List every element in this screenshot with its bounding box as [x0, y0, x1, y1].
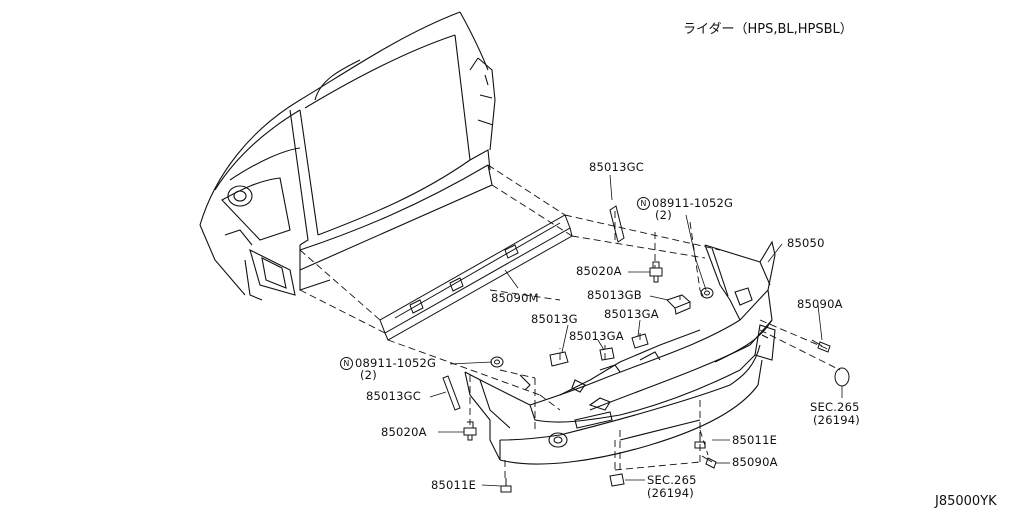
label-85090A-bottom: 85090A [732, 455, 778, 469]
label-85013GC-left: 85013GC [366, 389, 421, 403]
label-sec265-right: SEC.265 [810, 400, 860, 414]
label-85013GA-lower: 85013GA [569, 329, 624, 343]
label-85020A-top: 85020A [576, 264, 622, 278]
label-85013G: 85013G [531, 312, 578, 326]
variant-title: ライダー（HPS,BL,HPSBL） [683, 22, 853, 37]
retainer-85013GA-upper [631, 333, 649, 349]
label-85013GC-top: 85013GC [589, 160, 644, 174]
retainer-85013GA-lower [599, 347, 615, 361]
label-85090A-right: 85090A [797, 297, 843, 311]
label-85011E-right: 85011E [732, 433, 778, 447]
n-symbol-icon: N [340, 357, 353, 370]
rear-bumper-fascia-85050 [464, 240, 776, 465]
n-symbol-icon: N [637, 197, 650, 210]
assembly-guide-lines [299, 164, 841, 478]
drawing-code: J85000YK [935, 494, 997, 509]
label-sec265-bottom: SEC.265 [647, 473, 697, 487]
retainer-85013GC-top [609, 205, 625, 243]
label-sec265-right-ref: (26194) [813, 413, 860, 427]
screw-85090A-bottom [701, 455, 717, 469]
retainer-85013GB [666, 294, 691, 315]
retainer-85013G [549, 351, 569, 367]
plug-sec265-bottom [609, 473, 625, 487]
label-sec265-bottom-ref: (26194) [647, 486, 694, 500]
bumper-reinforcement-85090M [379, 214, 573, 341]
label-85013GA-upper: 85013GA [604, 307, 659, 321]
screw-85011E-left [500, 478, 512, 493]
plug-sec265-right [834, 367, 850, 387]
clip-85020A-top [649, 261, 663, 283]
screw-85090A-right [811, 339, 831, 353]
clip-85020A-left [463, 421, 477, 441]
vehicle-rear-body [199, 11, 496, 301]
label-85050: 85050 [787, 236, 825, 250]
leader-lines [429, 174, 843, 487]
label-85013GB: 85013GB [587, 288, 642, 302]
label-08911-left-number: 08911-1052G [355, 356, 437, 370]
label-85011E-left: 85011E [431, 478, 477, 492]
nut-08911-left [490, 356, 504, 368]
label-08911-top-number: 08911-1052G [652, 196, 734, 210]
label-08911-left-qty: (2) [360, 368, 377, 382]
retainer-85013GC-left [442, 375, 461, 411]
label-85090M: 85090M [491, 291, 539, 305]
label-85020A-left: 85020A [381, 425, 427, 439]
screw-85011E-right [694, 432, 706, 449]
label-08911-top-qty: (2) [655, 208, 672, 222]
nut-08911-top [700, 287, 714, 299]
